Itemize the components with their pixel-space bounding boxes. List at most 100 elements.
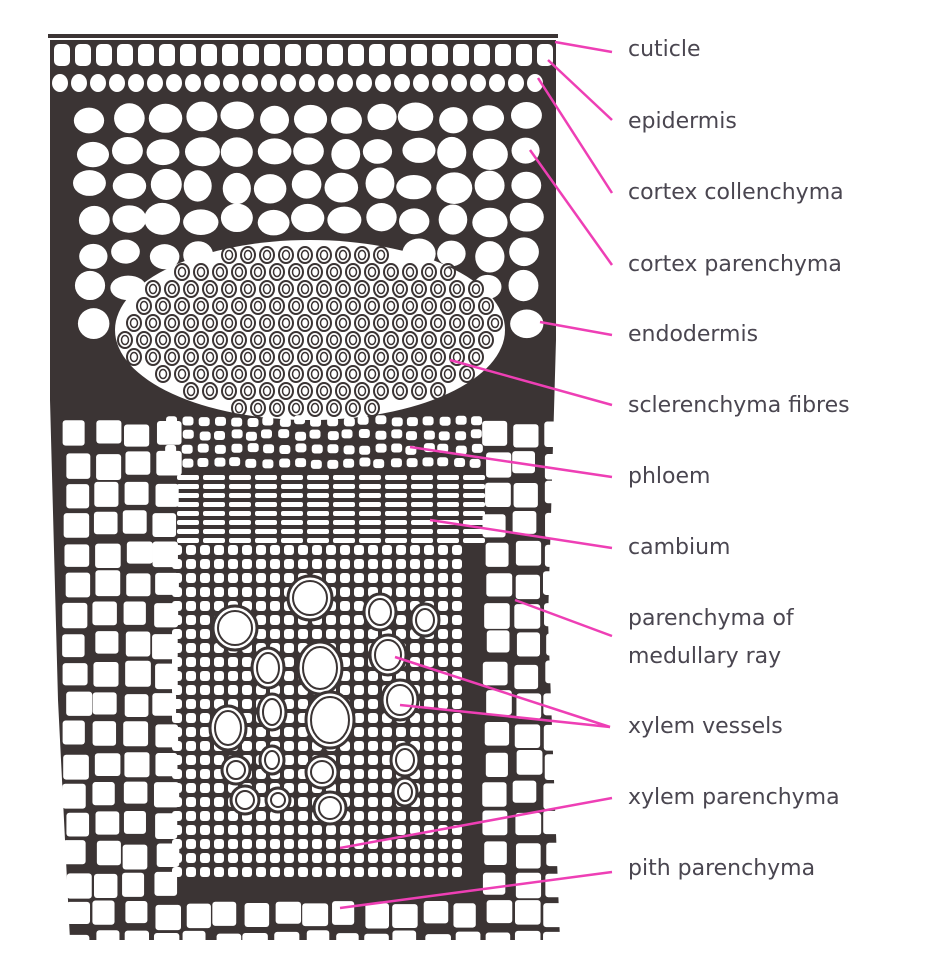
parenchyma-cell bbox=[392, 930, 417, 956]
label-sclerenchyma-fibres: sclerenchyma fibres bbox=[628, 393, 850, 418]
parenchyma-cell bbox=[95, 631, 119, 654]
xylem-parenchyma-cell bbox=[242, 587, 252, 597]
fibre-cell bbox=[449, 314, 465, 332]
fibre-lumen bbox=[452, 317, 462, 329]
parenchyma-cell bbox=[123, 781, 148, 804]
cambium-cell bbox=[437, 529, 459, 534]
cambium-cell bbox=[229, 502, 251, 507]
xylem-parenchyma-cell bbox=[396, 615, 406, 625]
cortex-cell bbox=[78, 205, 110, 235]
fibre-lumen bbox=[253, 402, 263, 414]
cambium-cell bbox=[463, 538, 485, 543]
phloem-cell bbox=[454, 458, 466, 468]
label-cambium: cambium bbox=[628, 535, 731, 560]
cortex-cell bbox=[220, 203, 253, 233]
cambium-cell bbox=[255, 520, 277, 525]
phloem-cell bbox=[391, 443, 403, 453]
fibre-lumen bbox=[310, 368, 320, 380]
xylem-parenchyma-cell bbox=[186, 797, 196, 807]
xylem-parenchyma-cell bbox=[242, 741, 252, 751]
fibre-cell bbox=[430, 314, 446, 332]
xylem-parenchyma-cell bbox=[340, 545, 350, 555]
phloem-cell bbox=[181, 444, 193, 454]
xylem-parenchyma-cell bbox=[424, 769, 434, 779]
xylem-vessel-lumen bbox=[264, 750, 280, 770]
leader-line bbox=[528, 149, 614, 266]
parenchyma-cell bbox=[423, 901, 449, 924]
fibre-lumen bbox=[177, 266, 187, 278]
fibre-lumen bbox=[234, 368, 244, 380]
fibre-lumen bbox=[300, 385, 310, 397]
xylem-parenchyma-cell bbox=[228, 685, 238, 695]
xylem-parenchyma-cell bbox=[284, 741, 294, 751]
cambium-cell bbox=[437, 484, 459, 489]
fibre-lumen bbox=[186, 351, 196, 363]
phloem-cell bbox=[309, 429, 321, 439]
fibre-lumen bbox=[310, 266, 320, 278]
fibre-cell bbox=[136, 331, 152, 349]
xylem-parenchyma-cell bbox=[228, 559, 238, 569]
cortex-cell bbox=[324, 172, 359, 203]
xylem-parenchyma-cell bbox=[200, 559, 210, 569]
parenchyma-cell bbox=[92, 721, 117, 746]
xylem-parenchyma-cell bbox=[340, 643, 350, 653]
fibre-lumen bbox=[281, 283, 291, 295]
cambium-cell bbox=[203, 520, 225, 525]
cambium-cell bbox=[203, 538, 225, 543]
fibre-cell bbox=[421, 331, 437, 349]
xylem-parenchyma-cell bbox=[368, 741, 378, 751]
epidermis-cell bbox=[138, 44, 154, 66]
fibre-cell bbox=[212, 263, 228, 281]
fibre-cell bbox=[212, 365, 228, 383]
cortex-cell bbox=[112, 172, 147, 199]
parenchyma-cell bbox=[544, 421, 568, 448]
collenchyma-cell bbox=[223, 74, 239, 92]
fibre-lumen bbox=[167, 317, 177, 329]
xylem-parenchyma-cell bbox=[438, 797, 448, 807]
xylem-parenchyma-cell bbox=[368, 685, 378, 695]
cambium-cell bbox=[281, 493, 303, 498]
fibre-lumen bbox=[348, 266, 358, 278]
xylem-parenchyma-cell bbox=[354, 587, 364, 597]
parenchyma-cell bbox=[125, 901, 148, 924]
parenchyma-cell bbox=[123, 810, 146, 834]
parenchyma-cell bbox=[155, 813, 178, 840]
xylem-parenchyma-cell bbox=[340, 783, 350, 793]
fibre-cell bbox=[383, 297, 399, 315]
fibre-lumen bbox=[196, 334, 206, 346]
fibre-cell bbox=[193, 297, 209, 315]
fibre-lumen bbox=[443, 334, 453, 346]
xylem-parenchyma-cell bbox=[452, 769, 462, 779]
fibre-cell bbox=[307, 399, 323, 417]
xylem-parenchyma-cell bbox=[214, 559, 224, 569]
collenchyma-cell bbox=[299, 74, 315, 92]
fibre-lumen bbox=[471, 317, 481, 329]
phloem-cell bbox=[310, 459, 322, 469]
cortex-cell bbox=[220, 101, 254, 130]
xylem-parenchyma-cell bbox=[298, 839, 308, 849]
parenchyma-cell bbox=[182, 930, 206, 954]
cambium-cell bbox=[411, 520, 433, 525]
xylem-parenchyma-cell bbox=[214, 867, 224, 877]
fibre-cell bbox=[459, 297, 475, 315]
collenchyma-cell bbox=[432, 74, 448, 92]
parenchyma-cell bbox=[92, 782, 115, 806]
parenchyma-cell bbox=[453, 903, 476, 928]
parenchyma-cell bbox=[514, 930, 541, 956]
xylem-parenchyma-cell bbox=[312, 545, 322, 555]
cambium-cell bbox=[307, 529, 329, 534]
parenchyma-cell bbox=[484, 722, 510, 746]
xylem-parenchyma-cell bbox=[172, 545, 182, 555]
fibre-lumen bbox=[243, 283, 253, 295]
fibre-cell bbox=[307, 297, 323, 315]
fibre-lumen bbox=[224, 249, 234, 261]
xylem-parenchyma-cell bbox=[298, 867, 308, 877]
fibre-lumen bbox=[357, 385, 367, 397]
fibre-lumen bbox=[196, 368, 206, 380]
xylem-parenchyma-cell bbox=[326, 853, 336, 863]
phloem-cell bbox=[358, 429, 370, 439]
fibre-cell bbox=[259, 280, 275, 298]
parenchyma-cell bbox=[482, 782, 507, 807]
xylem-parenchyma-cell bbox=[200, 769, 210, 779]
fibre-cell bbox=[440, 365, 456, 383]
